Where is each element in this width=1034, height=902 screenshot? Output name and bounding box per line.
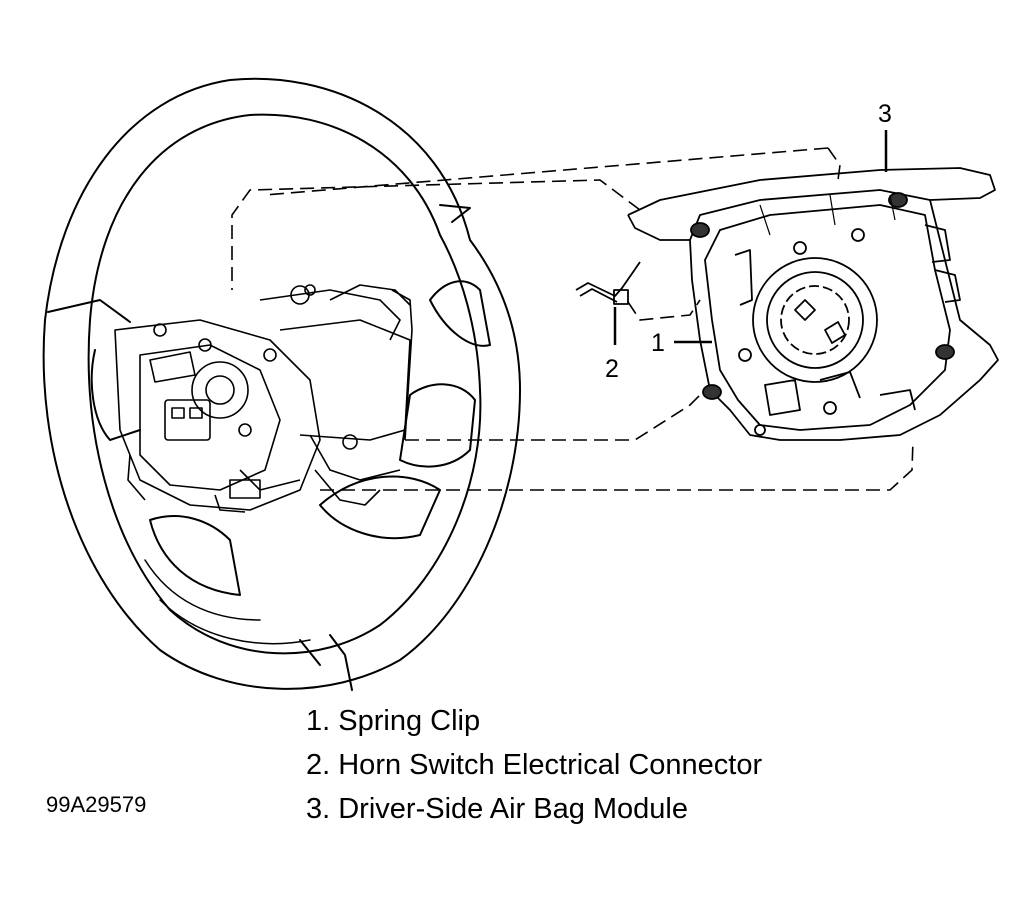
callout-3: 3 (878, 100, 892, 128)
legend-item-spring-clip: 1. Spring Clip (306, 705, 481, 737)
callout-leaders (613, 130, 888, 345)
legend-item-air-bag-module: 3. Driver-Side Air Bag Module (306, 793, 688, 825)
legend-item-horn-connector: 2. Horn Switch Electrical Connector (306, 749, 763, 781)
figure-code: 99A29579 (46, 792, 147, 817)
callout-1: 1 (651, 329, 665, 357)
air-bag-module (627, 167, 999, 441)
steering-wheel (42, 77, 521, 691)
alignment-lines (231, 147, 914, 491)
steering-hub (114, 284, 413, 513)
horn-connector (575, 261, 641, 305)
callout-2: 2 (605, 355, 619, 383)
